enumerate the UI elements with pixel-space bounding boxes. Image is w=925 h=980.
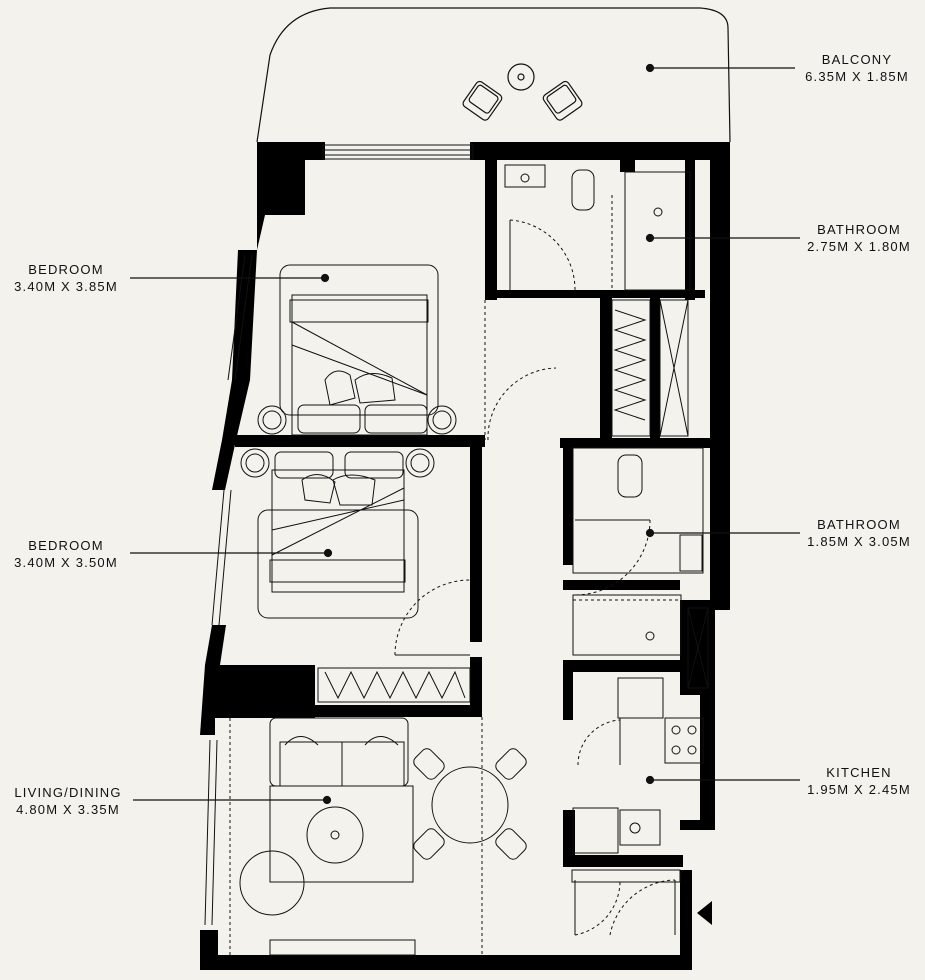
bedroom2-name: BEDROOM xyxy=(28,538,104,553)
bathroom2-size: 1.85M X 3.05M xyxy=(807,534,911,549)
bedroom2-bed xyxy=(240,448,435,619)
tv-console xyxy=(269,939,416,956)
bedroom2-size: 3.40M X 3.50M xyxy=(14,555,118,570)
entry-doors xyxy=(571,869,681,936)
label-bedroom-2: BEDROOM 3.40M X 3.50M xyxy=(3,537,129,571)
label-kitchen: KITCHEN 1.95M X 2.45M xyxy=(796,764,922,798)
living-rug xyxy=(269,785,414,883)
walls xyxy=(200,142,730,970)
bedroom1-bed xyxy=(257,264,457,436)
kitchen-size: 1.95M X 2.45M xyxy=(807,782,911,797)
bedroom1-name: BEDROOM xyxy=(28,262,104,277)
dining-table xyxy=(413,748,527,860)
label-living-dining: LIVING/DINING 4.80M X 3.35M xyxy=(3,784,133,818)
bathroom2-fixtures xyxy=(572,447,709,689)
bathroom2-name: BATHROOM xyxy=(817,517,901,532)
bathroom1-fixtures xyxy=(504,164,691,291)
kitchen-fixtures xyxy=(572,677,704,854)
balcony-chair-right xyxy=(542,80,583,121)
balcony-chair-left xyxy=(462,80,503,121)
balcony-name: BALCONY xyxy=(821,52,893,67)
wardrobe-bedroom2 xyxy=(317,667,471,703)
leader-lines xyxy=(130,63,800,805)
wardrobe-corridor xyxy=(611,299,689,437)
bathroom1-name: BATHROOM xyxy=(817,222,901,237)
living-size: 4.80M X 3.35M xyxy=(16,802,120,817)
label-bathroom-1: BATHROOM 2.75M X 1.80M xyxy=(796,221,922,255)
window-bedroom1 xyxy=(227,254,253,381)
balcony-size: 6.35M X 1.85M xyxy=(805,69,909,84)
label-balcony: BALCONY 6.35M X 1.85M xyxy=(792,51,922,85)
window-bedroom2 xyxy=(211,489,232,626)
kitchen-name: KITCHEN xyxy=(826,765,892,780)
armchair xyxy=(239,850,305,916)
bedroom1-size: 3.40M X 3.85M xyxy=(14,279,118,294)
living-name: LIVING/DINING xyxy=(14,785,122,800)
balcony-outline xyxy=(256,7,731,143)
balcony-table xyxy=(507,63,535,91)
label-bathroom-2: BATHROOM 1.85M X 3.05M xyxy=(796,516,922,550)
entrance-arrow xyxy=(697,901,712,925)
window-living xyxy=(204,739,218,926)
label-bedroom-1: BEDROOM 3.40M X 3.85M xyxy=(3,261,129,295)
window-top xyxy=(322,144,474,160)
doors xyxy=(229,300,557,955)
living-sofa xyxy=(269,717,409,787)
bathroom1-size: 2.75M X 1.80M xyxy=(807,239,911,254)
